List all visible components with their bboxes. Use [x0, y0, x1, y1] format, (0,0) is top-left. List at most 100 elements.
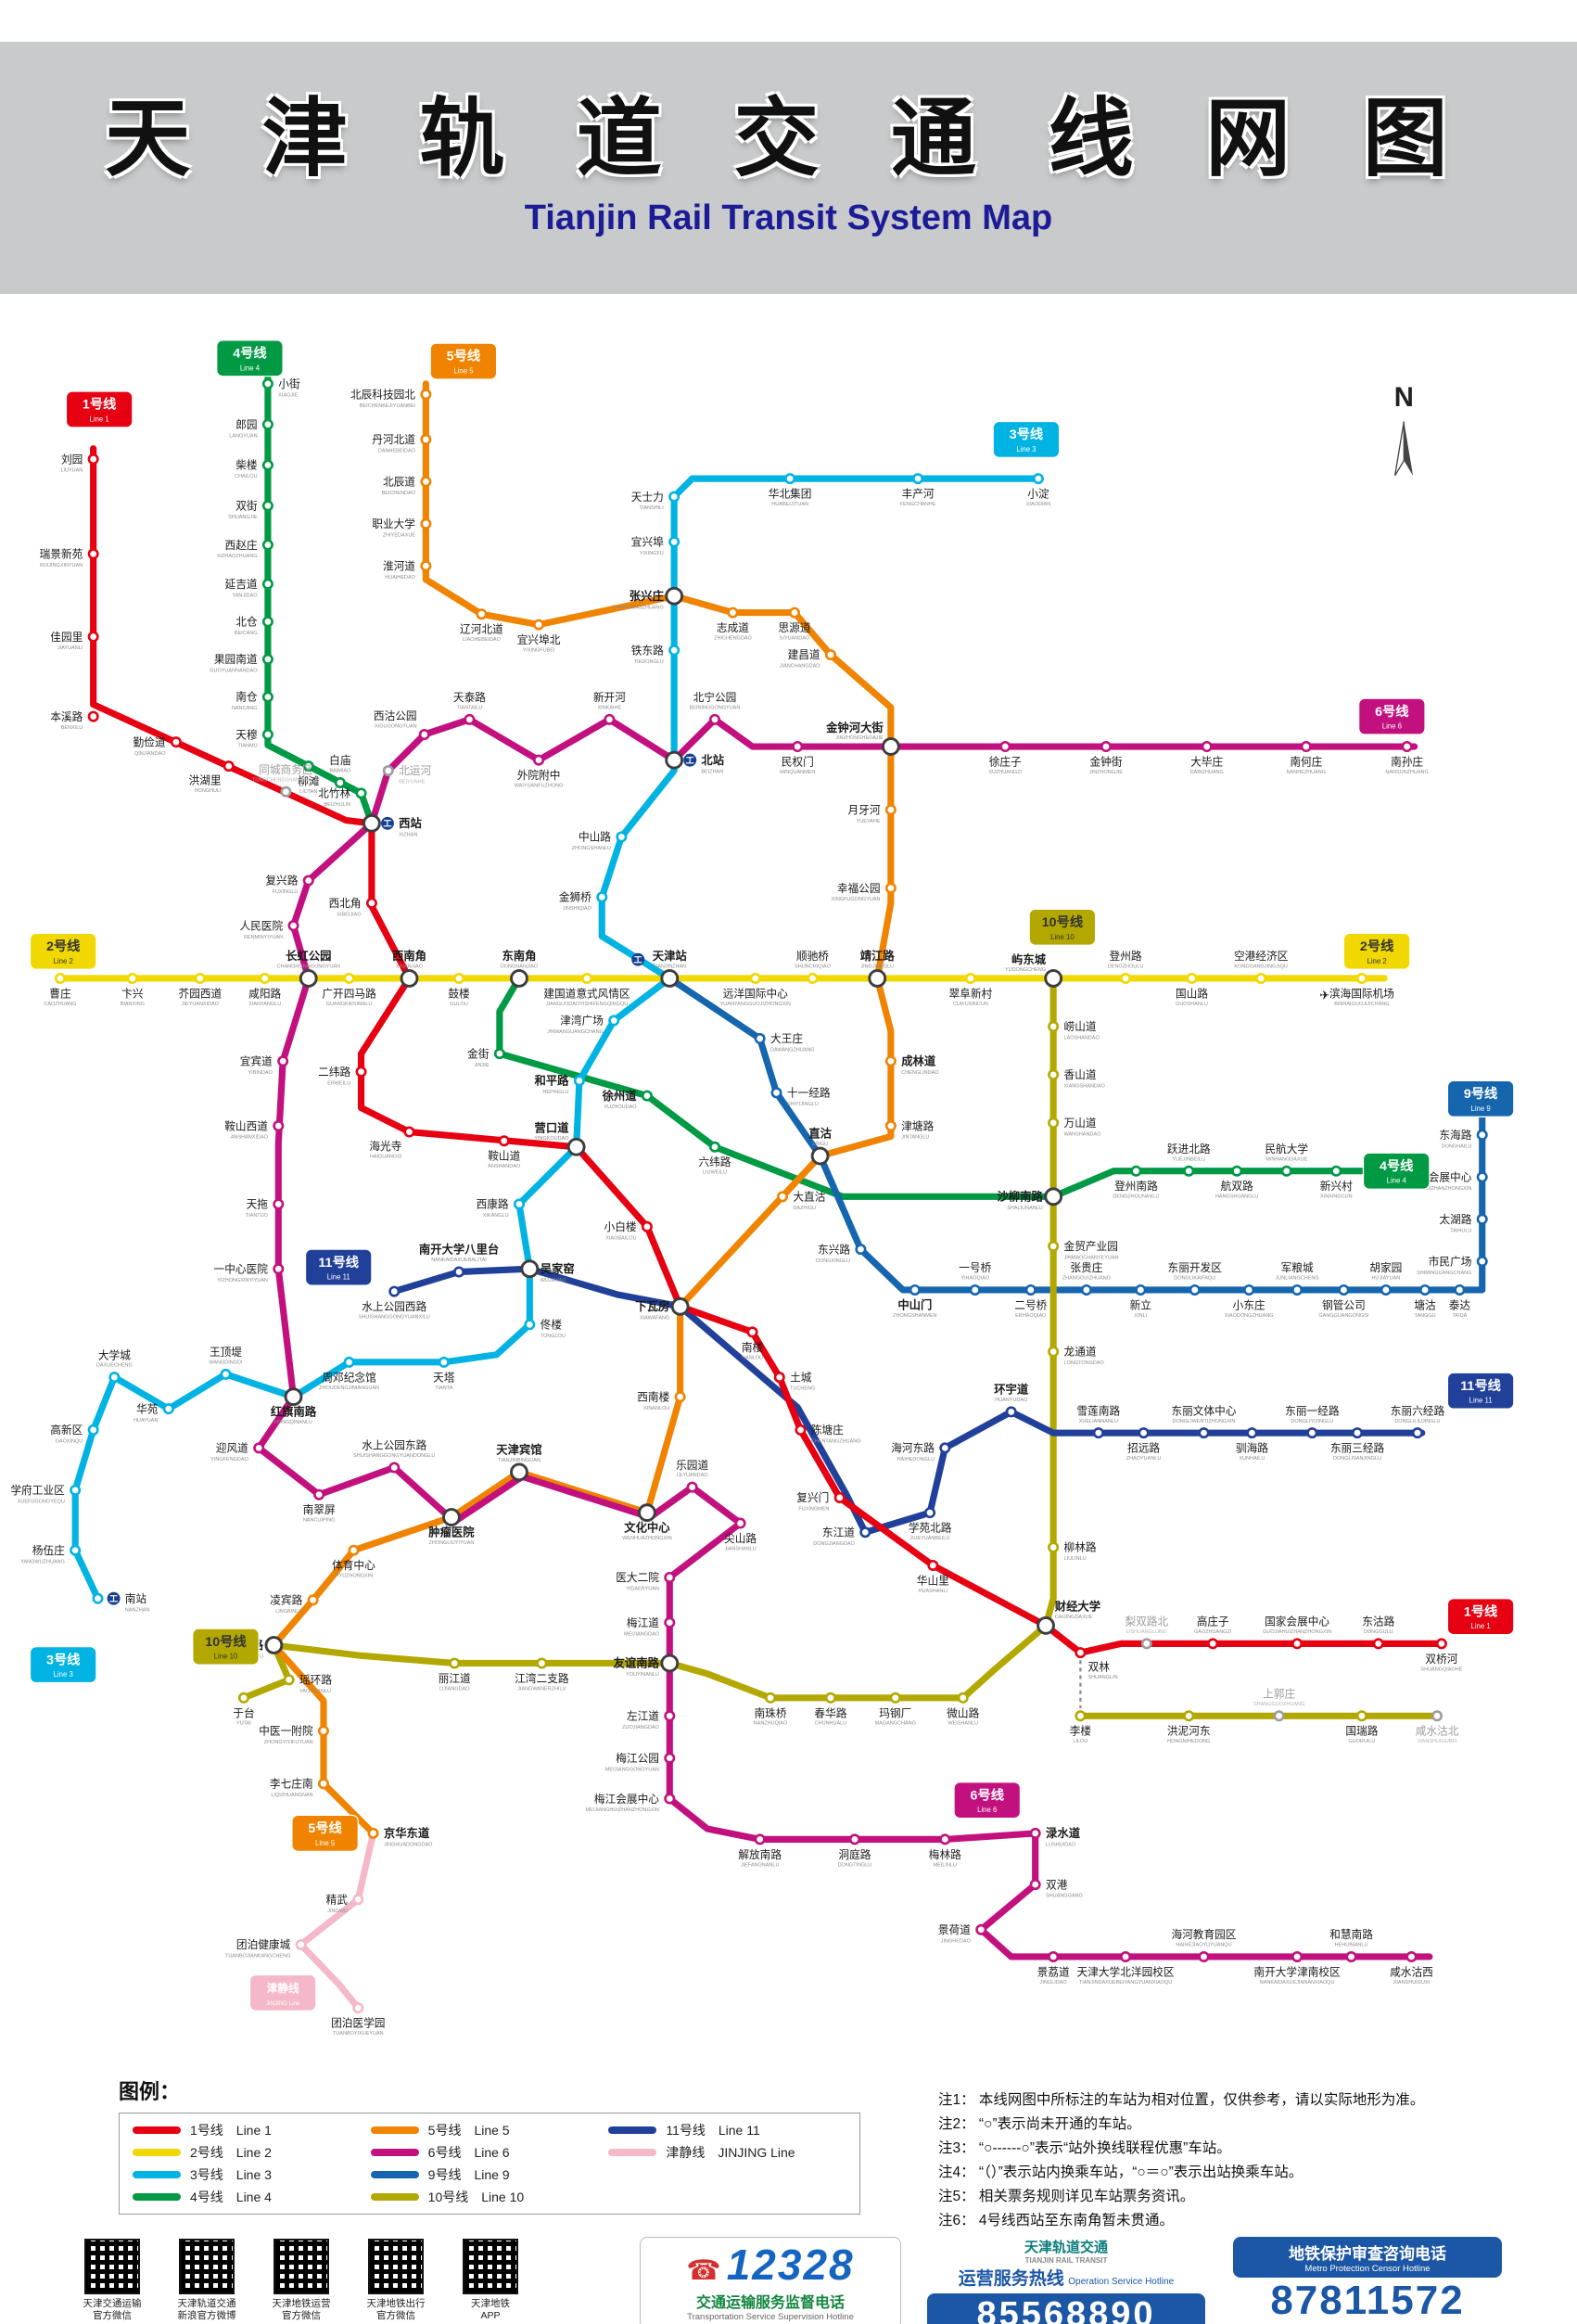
railway-icon: 工: [380, 816, 394, 830]
station-pinyin: HANGSHUANGLU: [1215, 1194, 1258, 1200]
map-note: 注6： 4号线西站至东南角暂未贯通。: [938, 2213, 1175, 2228]
station-label: 土城: [790, 1372, 812, 1384]
station-label: 滨海国际机场: [1329, 987, 1394, 1000]
station-dot: [352, 1894, 364, 1906]
svg-text:Line 6: Line 6: [977, 1806, 997, 1814]
station-dot: [1476, 1213, 1488, 1225]
station-dot: [664, 1616, 676, 1628]
legend-item-line-9: 9号线 Line 9: [370, 2165, 609, 2184]
station-dot: [1032, 473, 1044, 485]
station-pinyin: HAIGUANGSI: [370, 1154, 402, 1159]
station-dot: [1411, 1427, 1423, 1439]
station-pinyin: JINGHEDAO: [941, 1938, 972, 1944]
station-label: 体育中心: [332, 1559, 375, 1572]
station-dot: [382, 764, 394, 777]
station-label: 淮河道: [383, 559, 415, 572]
station-label: 远洋国际中心: [723, 987, 788, 1000]
station-pinyin: GUANGKAISIMALU: [326, 1002, 373, 1007]
station-label: 玛钢厂: [879, 1707, 911, 1719]
interchange-dot: [284, 1387, 303, 1407]
station-dot: [87, 631, 99, 643]
svg-text:Line 2: Line 2: [54, 957, 73, 965]
station-dot: [1183, 1710, 1195, 1722]
station-pinyin: CHENGLINDAO: [901, 1070, 939, 1076]
station-dot: [889, 1692, 901, 1704]
qr-code-row: 天津交通运输官方微信天津轨道交通新浪官方微博天津地铁运营官方微信天津地铁出行官方…: [82, 2239, 521, 2322]
station-pinyin: LONGTONGDAO: [1064, 1360, 1105, 1366]
station-dot: [608, 1015, 620, 1027]
qr-item: 天津交通运输官方微信: [82, 2239, 143, 2322]
interchange-dot: [660, 1654, 680, 1673]
station-pinyin: TIANTAILU: [457, 705, 483, 710]
station-label: 江湾二支路: [515, 1672, 569, 1685]
svg-text:Line 11: Line 11: [1469, 1397, 1493, 1405]
station-pinyin: HEPINGLU: [542, 1090, 568, 1095]
station-label: 果园南道: [214, 653, 258, 666]
station-pinyin: TAIDA: [1452, 1313, 1467, 1319]
station-dot: [261, 377, 273, 389]
station-pinyin: DONGLIKAIFAQU: [1174, 1276, 1215, 1282]
svg-text:11号线: 11号线: [318, 1254, 359, 1271]
station-dot: [1435, 1638, 1447, 1650]
station-dot: [438, 1356, 450, 1368]
interchange-dot: [665, 586, 684, 606]
qr-item: 天津地铁运营官方微信: [271, 2239, 332, 2322]
station-label: 国家会展中心: [1265, 1615, 1329, 1628]
interchange-dot: [510, 1462, 528, 1482]
poster-header: 天 津 轨 道 交 通 线 网 图 Tianjin Rail Transit S…: [0, 42, 1577, 294]
station-pinyin: TUANBOJIANKANGCHENG: [225, 1954, 290, 1960]
station-dot: [420, 389, 432, 401]
station-label: 志成道: [717, 621, 749, 634]
station-pinyin: HUABEIJITUAN: [771, 502, 808, 507]
protection-number: 87811572: [1270, 2278, 1465, 2323]
station-label: 水上公园东路: [362, 1439, 426, 1452]
station-pinyin: CHUNHUALU: [815, 1721, 847, 1727]
station-dot: [668, 491, 680, 503]
station-pinyin: YIZHONGXINYIYUAN: [217, 1278, 268, 1283]
station-dot: [1135, 1283, 1147, 1296]
svg-text:Line 3: Line 3: [1016, 445, 1036, 453]
station-pinyin: XUNHAILU: [1239, 1456, 1265, 1462]
station-label: 梅江会展中心: [594, 1793, 659, 1806]
station-dot: [795, 1424, 807, 1436]
svg-text:Line 4: Line 4: [240, 364, 261, 372]
station-dot: [295, 1938, 307, 1950]
station-label: 高新区: [50, 1424, 83, 1437]
station-pinyin: XUELIANNANLU: [1079, 1419, 1118, 1424]
station-label: 铁东路: [631, 644, 664, 657]
svg-text:Line 9: Line 9: [1471, 1105, 1491, 1113]
station-label: 白庙: [329, 754, 351, 767]
station-dot: [746, 1326, 758, 1338]
station-pinyin: XUZHOUDAO: [604, 1105, 637, 1110]
station-label: 华苑: [136, 1402, 159, 1415]
station-pinyin: HAIHEJIAOYUYUANQU: [1176, 1943, 1231, 1948]
station-label: 会展中心: [1429, 1171, 1472, 1183]
station-label: 南翠屏: [303, 1503, 336, 1516]
